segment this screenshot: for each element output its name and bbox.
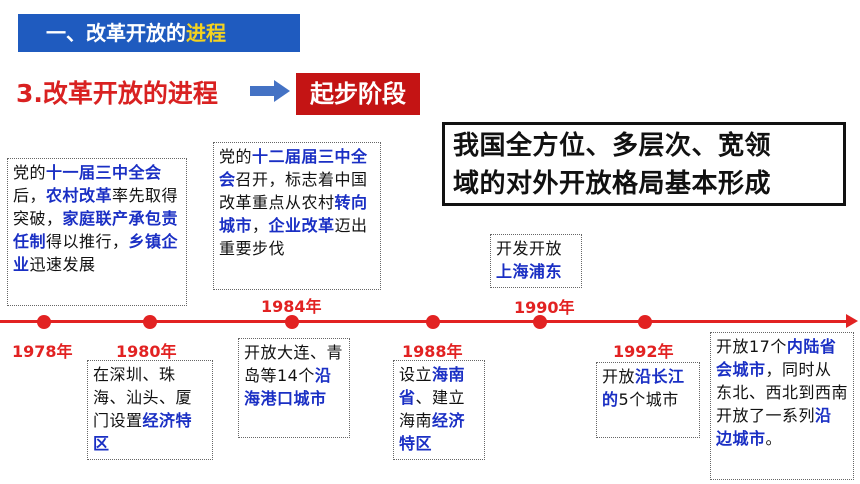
text: 开发开放 [496, 239, 563, 258]
timeline-arrowhead-icon [846, 314, 858, 328]
highlight: 家庭联产承包责任制 [13, 209, 179, 251]
timeline-dot-1992 [638, 315, 652, 329]
highlight: 十二届届三中全会 [219, 147, 368, 189]
text: 党的 [219, 147, 253, 166]
text: 党的 [13, 163, 47, 182]
year-label-1978: 1978年 [12, 342, 73, 361]
subtitle: 3.改革开放的进程 [16, 79, 218, 108]
section-title-accent: 进程 [186, 21, 226, 45]
conclusion-line-2: 域的对外开放格局基本形成 [453, 169, 772, 199]
timeline-dot-1980 [143, 315, 157, 329]
event-1984-coastal: 开放大连、青岛等14个沿海港口城市 [238, 338, 350, 438]
highlight: 沿海港口城市 [244, 366, 332, 408]
highlight: 沿长江的 [602, 367, 685, 409]
text: 开放大连、青岛等14个 [244, 343, 344, 385]
section-banner: 一、改革开放的进程 [18, 14, 300, 52]
event-1984-reform: 党的十二届届三中全会召开，标志着中国改革重点从农村转向城市，企业改革迈出重要步伐 [213, 142, 381, 290]
text: 开放17个 [716, 337, 787, 356]
text: 、建立海南 [399, 388, 466, 430]
year-label-1988: 1988年 [402, 342, 463, 361]
text: 5个城市 [618, 390, 679, 409]
section-title-prefix: 一、改革开放的 [46, 21, 186, 45]
event-1992-yangtze: 开放沿长江的5个城市 [596, 362, 700, 438]
highlight: 沿边城市 [716, 406, 832, 448]
highlight: 经济特区 [399, 411, 466, 453]
event-1992-inland: 开放17个内陆省会城市，同时从东北、西北到西南开放了一系列沿边城市。 [710, 332, 854, 480]
highlight: 经济特区 [93, 411, 193, 453]
highlight: 乡镇企业 [13, 232, 179, 274]
event-1980: 在深圳、珠海、汕头、厦门设置经济特区 [87, 360, 213, 460]
event-1978: 党的十一届三中全会后，农村改革率先取得突破，家庭联产承包责任制得以推行，乡镇企业… [7, 158, 187, 306]
year-label-1990: 1990年 [514, 298, 575, 317]
text: 召开，标志着中国改革重点从农村 [219, 170, 368, 212]
text: 。 [765, 429, 783, 448]
timeline-dot-1988 [426, 315, 440, 329]
highlight: 农村改革 [46, 186, 113, 205]
timeline-dot-1984 [285, 315, 299, 329]
text: 迈出重要步伐 [219, 216, 368, 258]
highlight: 十一届三中全会 [46, 163, 162, 182]
text: ，同时从东北、西北到西南开放了一系列 [716, 360, 849, 425]
highlight: 上海浦东 [496, 262, 563, 281]
text: 设立 [399, 365, 433, 384]
conclusion-line-1: 我国全方位、多层次、宽领 [453, 131, 772, 161]
text: 率先取得突破， [13, 186, 179, 228]
year-label-1984: 1984年 [261, 297, 322, 316]
year-label-1980: 1980年 [116, 342, 177, 361]
highlight: 内陆省会城市 [716, 337, 837, 379]
timeline-dot-1990 [533, 315, 547, 329]
year-label-1992: 1992年 [613, 342, 674, 361]
timeline-dot-1978 [37, 315, 51, 329]
text: 在深圳、珠海、汕头、厦门设置 [93, 365, 193, 430]
stage-badge: 起步阶段 [296, 73, 420, 115]
text: 后， [13, 186, 47, 205]
right-arrow-icon [250, 80, 290, 102]
conclusion-box: 我国全方位、多层次、宽领 域的对外开放格局基本形成 [442, 122, 846, 206]
text: ， [252, 216, 269, 235]
event-1990: 开发开放上海浦东 [490, 234, 582, 288]
text: 开放 [602, 367, 636, 386]
highlight: 企业改革 [268, 216, 335, 235]
highlight: 转向城市 [219, 193, 368, 235]
text: 迅速发展 [29, 255, 96, 274]
text: 得以推行， [46, 232, 129, 251]
event-1988: 设立海南省、建立海南经济特区 [393, 360, 485, 460]
highlight: 海南省 [399, 365, 466, 407]
